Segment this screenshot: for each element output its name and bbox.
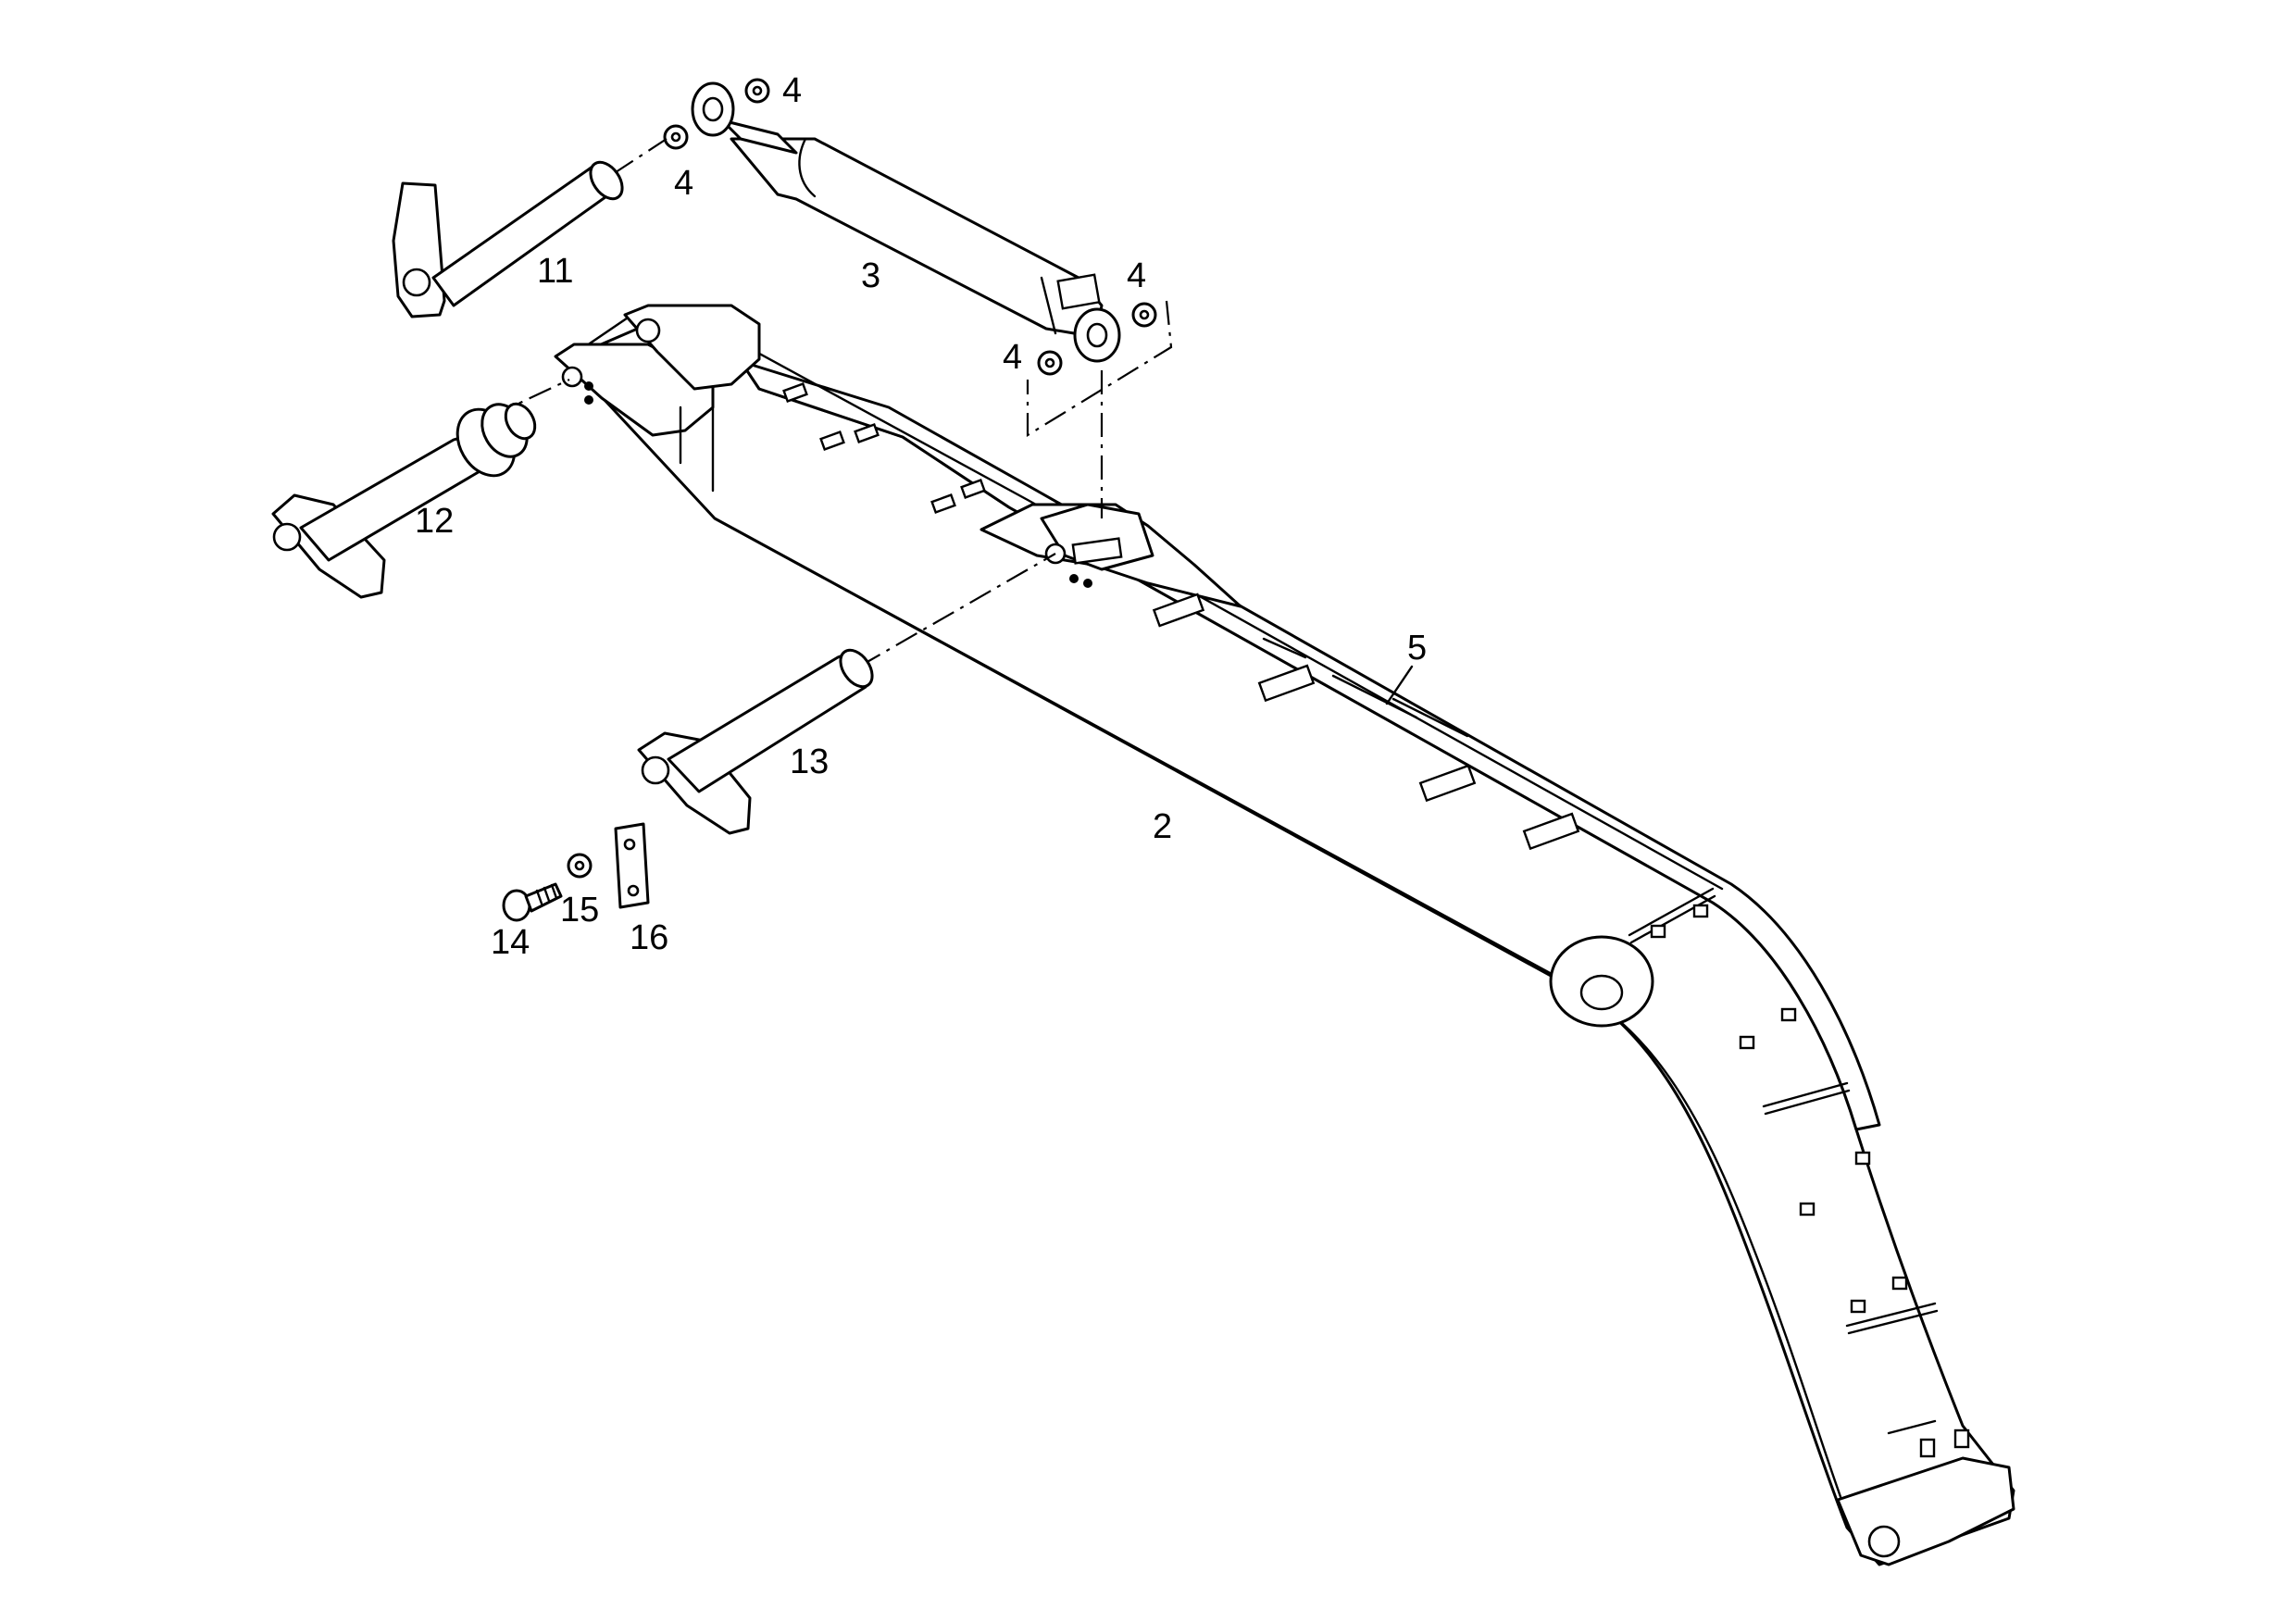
label-4-top-left: 4 xyxy=(674,164,693,203)
label-4-top-right: 4 xyxy=(782,71,802,110)
washer-15 xyxy=(567,853,593,879)
washers-4 xyxy=(663,78,1157,376)
label-14: 14 xyxy=(491,923,530,962)
plate-16 xyxy=(614,822,650,909)
bolt-14 xyxy=(502,882,563,922)
label-3: 3 xyxy=(861,256,880,295)
label-16: 16 xyxy=(630,918,668,957)
callouts: 4 4 11 3 4 4 12 5 13 2 15 14 16 xyxy=(415,71,1427,962)
leader-5 xyxy=(1385,665,1414,705)
label-12: 12 xyxy=(415,502,454,541)
pin-12 xyxy=(271,402,537,599)
label-13: 13 xyxy=(790,742,829,781)
label-11: 11 xyxy=(537,252,573,291)
boom-arm xyxy=(554,304,2015,1566)
label-15: 15 xyxy=(560,891,599,930)
label-4-rod-left: 4 xyxy=(1003,338,1022,377)
label-2: 2 xyxy=(1153,807,1172,846)
pin-13 xyxy=(637,648,874,835)
hydraulic-cylinder xyxy=(691,81,1121,363)
label-5: 5 xyxy=(1407,629,1427,668)
pin-11 xyxy=(392,160,624,318)
boom-clips xyxy=(782,382,1970,1458)
label-4-rod-right: 4 xyxy=(1127,256,1146,295)
